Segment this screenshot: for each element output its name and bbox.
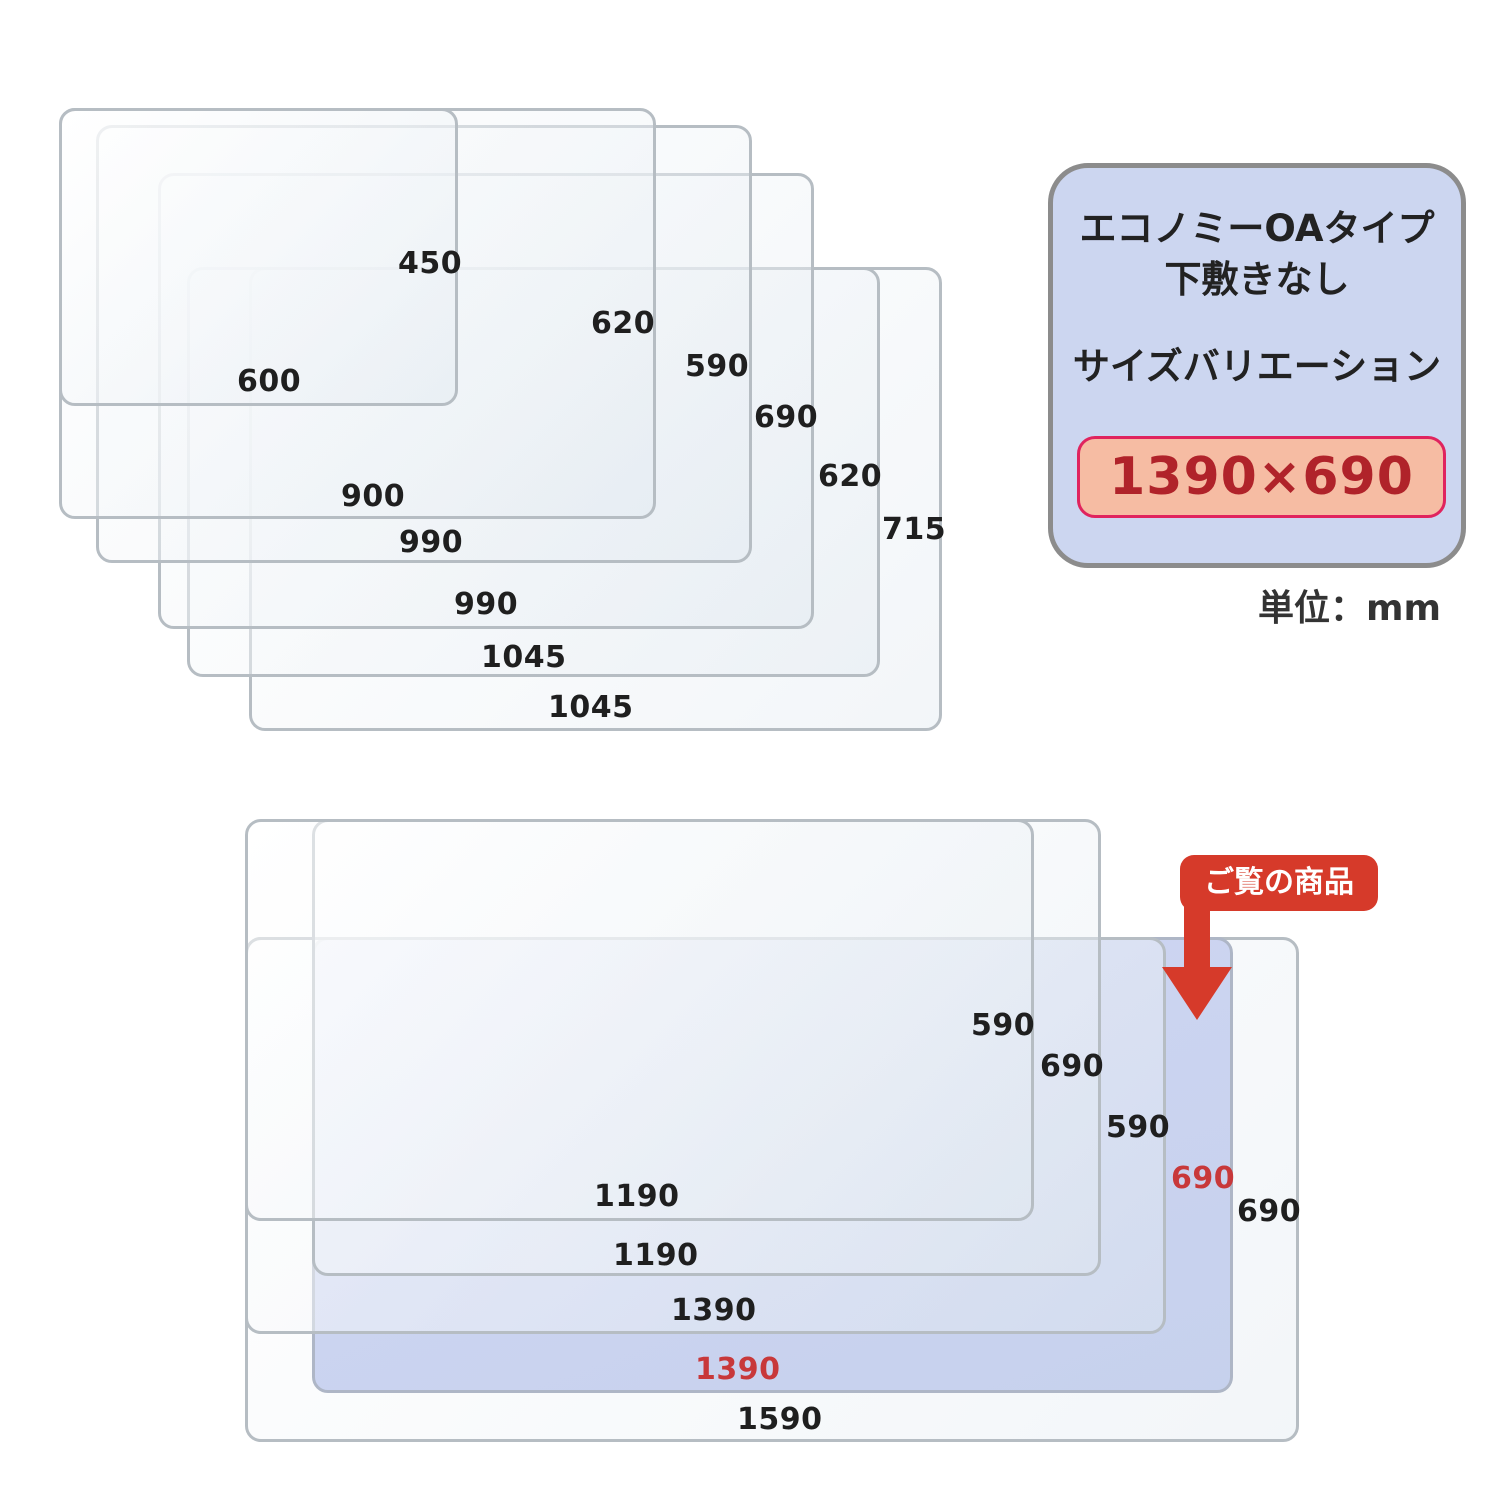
sheet-width-label: 1190 [594, 1179, 680, 1214]
current-product-callout: ご覧の商品 [1180, 855, 1378, 911]
current-size-badge: 1390×690 [1077, 436, 1446, 518]
sheet-depth-label: 590 [971, 1008, 1036, 1043]
current-size-value: 1390×690 [1109, 447, 1414, 507]
sheet-width-label: 900 [341, 479, 406, 514]
sheet-depth-label: 620 [591, 306, 656, 341]
sheet-width-label: 1045 [548, 690, 634, 725]
sheet-width-label: 1390 [671, 1293, 757, 1328]
sheet-depth-label: 715 [882, 512, 947, 547]
sheet-depth-label-highlighted: 690 [1171, 1161, 1236, 1196]
sheet-depth-label: 690 [1237, 1194, 1302, 1229]
sheet-width-label: 600 [237, 364, 302, 399]
sheet-depth-label: 590 [1106, 1110, 1171, 1145]
sheet-width-label: 1190 [613, 1238, 699, 1273]
callout-label: ご覧の商品 [1204, 865, 1354, 900]
sheet-depth-label: 450 [398, 246, 463, 281]
product-info-panel: エコノミーOAタイプ 下敷きなし サイズバリエーション 1390×690 [1048, 163, 1466, 568]
sheet-depth-label: 620 [818, 459, 883, 494]
product-type-subtitle: 下敷きなし [1164, 258, 1350, 301]
sheet-width-label: 1590 [737, 1402, 823, 1437]
sheet-depth-label: 690 [1040, 1049, 1105, 1084]
sheet-width-label-highlighted: 1390 [695, 1352, 781, 1387]
sheet-width-label: 990 [399, 525, 464, 560]
sheet-depth-label: 590 [685, 349, 750, 384]
sheet-width-label: 990 [454, 587, 519, 622]
sheet-depth-label: 690 [754, 400, 819, 435]
unit-label: 単位：mm [1258, 588, 1442, 629]
arrow-down-icon [1162, 905, 1232, 1020]
size-variation-heading: サイズバリエーション [1072, 345, 1442, 388]
sheet-1190x590 [245, 819, 1034, 1221]
sheet-600x450 [59, 108, 458, 406]
product-type-title: エコノミーOAタイプ [1079, 207, 1435, 250]
sheet-width-label: 1045 [481, 640, 567, 675]
